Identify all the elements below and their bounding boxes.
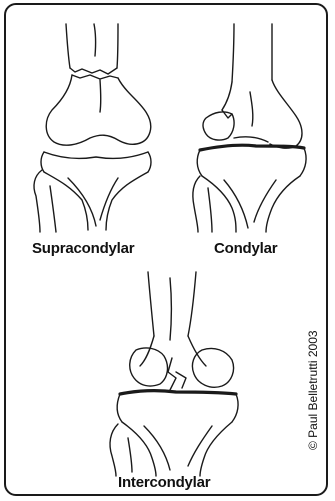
condylar-label: Condylar [214, 240, 277, 257]
condylar-knee-drawing [193, 24, 306, 232]
supracondylar-label: Supracondylar [32, 240, 134, 257]
copyright-credit: © Paul Belletrutti 2003 [306, 330, 320, 450]
supracondylar-knee-drawing [34, 24, 151, 232]
intercondylar-knee-drawing [110, 272, 238, 476]
intercondylar-label: Intercondylar [118, 474, 210, 491]
